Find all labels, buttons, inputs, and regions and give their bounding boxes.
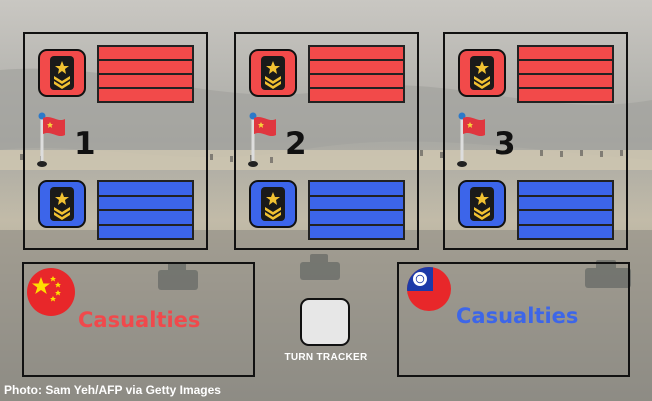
red-casualties-box[interactable]: Casualties — [22, 262, 255, 377]
rank-insignia-icon — [50, 56, 74, 90]
blue-casualties-box[interactable]: Casualties — [397, 262, 630, 377]
blue-commander-slot[interactable] — [249, 180, 297, 228]
rank-insignia-icon — [470, 56, 494, 90]
red-commander-slot[interactable] — [458, 49, 506, 97]
rank-insignia-icon — [470, 187, 494, 221]
rank-insignia-icon — [261, 56, 285, 90]
red-strength-track[interactable] — [97, 45, 194, 103]
blue-casualties-label: Casualties — [456, 304, 579, 328]
flag-icon[interactable] — [247, 111, 277, 169]
china-flag-icon — [27, 268, 75, 316]
red-casualties-label: Casualties — [78, 308, 201, 332]
sector-number: 3 — [494, 126, 516, 162]
turn-tracker-slot[interactable] — [300, 298, 350, 346]
rank-insignia-icon — [261, 187, 285, 221]
photo-credit: Photo: Sam Yeh/AFP via Getty Images — [4, 383, 221, 397]
blue-strength-track[interactable] — [97, 180, 194, 240]
blue-strength-track[interactable] — [308, 180, 405, 240]
sector-2: 2 — [234, 32, 419, 250]
sector-3: 3 — [443, 32, 628, 250]
red-commander-slot[interactable] — [249, 49, 297, 97]
rank-insignia-icon — [50, 187, 74, 221]
red-commander-slot[interactable] — [38, 49, 86, 97]
blue-commander-slot[interactable] — [458, 180, 506, 228]
flag-icon[interactable] — [456, 111, 486, 169]
sector-number: 2 — [285, 126, 307, 162]
sector-1: 1 — [23, 32, 208, 250]
taiwan-flag-icon — [407, 267, 451, 311]
blue-commander-slot[interactable] — [38, 180, 86, 228]
red-strength-track[interactable] — [517, 45, 614, 103]
blue-strength-track[interactable] — [517, 180, 614, 240]
flag-icon[interactable] — [36, 111, 66, 169]
red-strength-track[interactable] — [308, 45, 405, 103]
turn-tracker-label: TURN TRACKER — [284, 352, 368, 363]
sector-number: 1 — [74, 126, 96, 162]
